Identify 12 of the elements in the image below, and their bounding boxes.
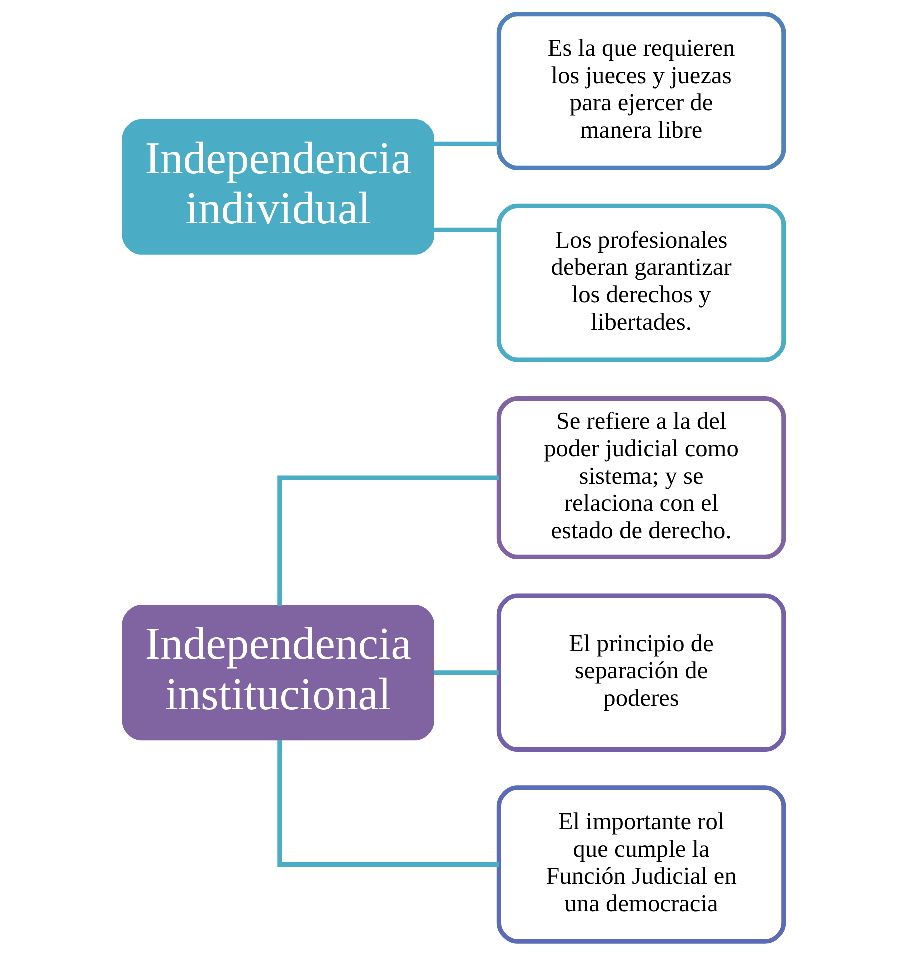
connector bbox=[277, 740, 499, 868]
connector bbox=[277, 476, 499, 606]
connector bbox=[433, 670, 498, 676]
node-box: Los profesionales deberan garantizar los derechos y libertades. bbox=[496, 204, 786, 362]
connector bbox=[433, 142, 498, 146]
node-box: El principio de separación de poderes bbox=[496, 594, 786, 752]
node-box: Independencia individual bbox=[122, 119, 434, 255]
node-box: Se refiere a la del poder judicial como sistema; y se relaciona con el estado de derecho. bbox=[496, 396, 786, 560]
node-box: El importante rol que cumple la Función Judicial en una democracia bbox=[496, 786, 786, 944]
node-box: Independencia institucional bbox=[122, 605, 434, 741]
node-box: Es la que requieren los jueces y juezas para ejercer de manera libre bbox=[496, 12, 786, 170]
connector bbox=[433, 228, 498, 232]
